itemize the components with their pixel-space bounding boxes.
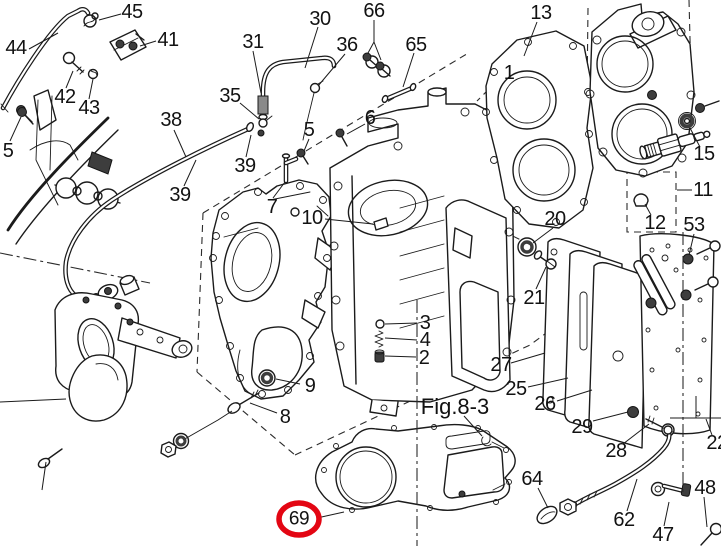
part-label-4[interactable]: 4 bbox=[419, 329, 431, 351]
part-label-15[interactable]: 15 bbox=[693, 143, 715, 165]
clip-43-drawing bbox=[87, 68, 99, 80]
part-label-26[interactable]: 26 bbox=[534, 393, 556, 415]
figure-reference-label[interactable]: Fig.8-3 bbox=[420, 394, 490, 419]
part-label-35[interactable]: 35 bbox=[219, 85, 241, 107]
part-label-65[interactable]: 65 bbox=[405, 34, 427, 56]
part-label-48[interactable]: 48 bbox=[694, 477, 716, 499]
part-label-44[interactable]: 44 bbox=[5, 37, 27, 59]
screw-6-drawing bbox=[335, 128, 348, 147]
leader-lines bbox=[9, 13, 708, 528]
side-covers-drawing bbox=[542, 233, 715, 449]
part-label-62[interactable]: 62 bbox=[613, 509, 635, 531]
part-label-43[interactable]: 43 bbox=[78, 97, 100, 119]
grommet-20-drawing bbox=[517, 237, 537, 257]
hose-30-drawing bbox=[257, 55, 337, 141]
hose-65-drawing bbox=[381, 82, 417, 104]
clamp-35-drawing bbox=[258, 118, 268, 128]
fitting-7-drawing bbox=[281, 153, 299, 184]
part-label-38[interactable]: 38 bbox=[160, 109, 182, 131]
part-label-25[interactable]: 25 bbox=[505, 378, 527, 400]
part-label-36[interactable]: 36 bbox=[336, 34, 358, 56]
screw-5a-drawing bbox=[17, 107, 34, 125]
part-label-3[interactable]: 3 bbox=[419, 312, 431, 334]
bolt-42-drawing bbox=[62, 51, 85, 75]
part-label-53[interactable]: 53 bbox=[683, 214, 705, 236]
dowel-10-drawing bbox=[373, 217, 389, 231]
part-label-28[interactable]: 28 bbox=[605, 440, 627, 462]
highlight-ring bbox=[276, 500, 322, 538]
washer-nut-drawing bbox=[160, 410, 233, 458]
part-label-9[interactable]: 9 bbox=[304, 375, 316, 397]
part-label-31[interactable]: 31 bbox=[242, 31, 264, 53]
part-label-22[interactable]: 22 bbox=[706, 432, 721, 454]
part-label-64[interactable]: 64 bbox=[521, 468, 543, 490]
part-label-8[interactable]: 8 bbox=[279, 406, 291, 428]
retainer-64-drawing bbox=[536, 498, 577, 525]
part-label-30[interactable]: 30 bbox=[309, 8, 331, 30]
part-label-1[interactable]: 1 bbox=[503, 62, 515, 84]
elbow-47-drawing bbox=[650, 481, 692, 497]
base-gasket-69-drawing bbox=[314, 423, 516, 513]
part-label-21[interactable]: 21 bbox=[523, 287, 545, 309]
centre-lines bbox=[416, 232, 721, 546]
part-label-12[interactable]: 12 bbox=[644, 212, 666, 234]
fuel-pipe-44-drawing bbox=[0, 6, 91, 113]
part-label-20[interactable]: 20 bbox=[544, 208, 566, 230]
part-label-6[interactable]: 6 bbox=[364, 107, 376, 129]
spark-plug-drawing bbox=[639, 130, 711, 160]
part-label-11[interactable]: 11 bbox=[693, 179, 713, 201]
bolt-top-right-drawing bbox=[695, 100, 720, 113]
clamp-45-drawing bbox=[83, 12, 99, 28]
part-label-42[interactable]: 42 bbox=[54, 86, 76, 108]
screw-5b-drawing bbox=[296, 148, 309, 165]
bracket-41-drawing bbox=[109, 29, 147, 61]
part-label-66[interactable]: 66 bbox=[363, 0, 385, 22]
part-label-69[interactable]: 69 bbox=[288, 508, 310, 530]
bolts-53-drawing bbox=[680, 240, 721, 301]
part-label-41[interactable]: 41 bbox=[157, 29, 179, 51]
rod-end-hook bbox=[663, 425, 673, 435]
linkage-bracket-drawing bbox=[633, 254, 676, 316]
part-label-39[interactable]: 39 bbox=[169, 184, 191, 206]
shift-rod-62-drawing bbox=[568, 425, 673, 511]
bolt-8-drawing bbox=[227, 389, 260, 414]
intake-assembly-drawing bbox=[0, 274, 193, 491]
part-label-45[interactable]: 45 bbox=[121, 1, 143, 23]
clamp-36-drawing bbox=[309, 82, 321, 94]
clip-fig-ref-drawing bbox=[481, 436, 492, 447]
seal-15-drawing bbox=[678, 112, 696, 130]
part-label-7[interactable]: 7 bbox=[266, 196, 278, 218]
cylinder-head-drawing bbox=[585, 3, 696, 178]
part-label-10[interactable]: 10 bbox=[301, 207, 323, 229]
part-label-13[interactable]: 13 bbox=[530, 2, 552, 24]
screws-66-drawing bbox=[362, 52, 391, 78]
bolt-21-drawing bbox=[533, 250, 557, 270]
part-label-47[interactable]: 47 bbox=[652, 524, 674, 546]
part-label-2[interactable]: 2 bbox=[418, 347, 430, 369]
part-label-5[interactable]: 5 bbox=[2, 140, 14, 162]
valve-parts-drawing bbox=[374, 319, 385, 363]
cap-12-drawing bbox=[633, 193, 649, 207]
washer-9-drawing bbox=[258, 369, 276, 387]
exhaust-cover-drawing bbox=[209, 179, 339, 400]
part-label-39[interactable]: 39 bbox=[234, 155, 256, 177]
part-label-5[interactable]: 5 bbox=[303, 119, 315, 141]
head-gasket-13-drawing bbox=[482, 30, 594, 229]
bolt-48-drawing bbox=[700, 522, 721, 546]
part-label-27[interactable]: 27 bbox=[490, 354, 512, 376]
part-label-29[interactable]: 29 bbox=[571, 416, 593, 438]
